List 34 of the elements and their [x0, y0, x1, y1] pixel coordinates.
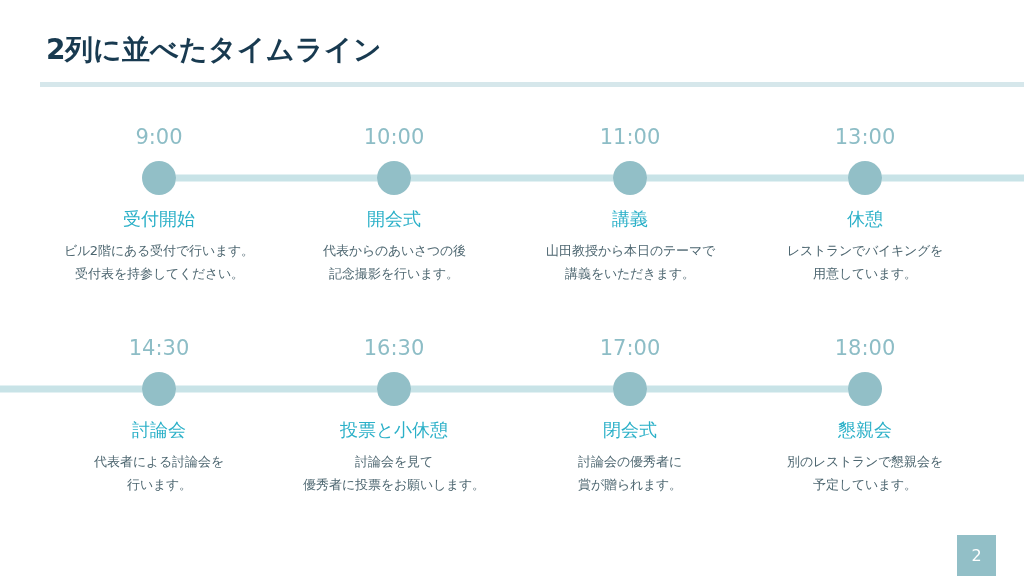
event-title: 懇親会 — [838, 418, 892, 442]
time-label: 10:00 — [363, 124, 425, 151]
time-label: 14:30 — [128, 335, 190, 362]
timeline-line — [647, 174, 848, 182]
event-title: 開会式 — [367, 207, 421, 231]
event-description: 代表者による討論会を行います。 — [94, 453, 224, 494]
timeline-line — [647, 385, 848, 393]
event-description: レストランでバイキングを用意しています。 — [787, 242, 943, 283]
timeline-line — [0, 385, 142, 393]
event-description: 代表からのあいさつの後記念撮影を行います。 — [322, 242, 466, 283]
event-title: 閉会式 — [603, 418, 657, 442]
event-description: 討論会を見て優秀者に投票をお願いします。 — [303, 453, 485, 494]
event-description: 別のレストランで懇親会を予定しています。 — [787, 453, 943, 494]
event-description: ビル2階にある受付で行います。受付表を持参してください。 — [63, 242, 255, 283]
event-title: 講義 — [612, 207, 648, 231]
event-title: 受付開始 — [123, 207, 195, 231]
time-label: 18:00 — [834, 335, 896, 362]
time-label: 16:30 — [363, 335, 425, 362]
event-title: 投票と小休憩 — [340, 418, 448, 442]
timeline-line — [411, 174, 613, 182]
timeline-line — [882, 174, 1024, 182]
event-title: 討論会 — [132, 418, 186, 442]
event-title: 休憩 — [847, 207, 883, 231]
slide-title: 2列に並べたタイムライン — [46, 32, 383, 68]
event-description: 討論会の優秀者に賞が贈られます。 — [578, 453, 682, 494]
event-description: 山田教授から本日のテーマで講義をいただきます。 — [545, 242, 715, 283]
time-label: 9:00 — [135, 124, 183, 151]
time-label: 17:00 — [599, 335, 661, 362]
time-label: 11:00 — [599, 124, 661, 151]
timeline-line — [176, 385, 377, 393]
page-number: 2 — [957, 535, 996, 576]
time-label: 13:00 — [834, 124, 896, 151]
timeline-line — [411, 385, 613, 393]
timeline-line — [176, 174, 377, 182]
